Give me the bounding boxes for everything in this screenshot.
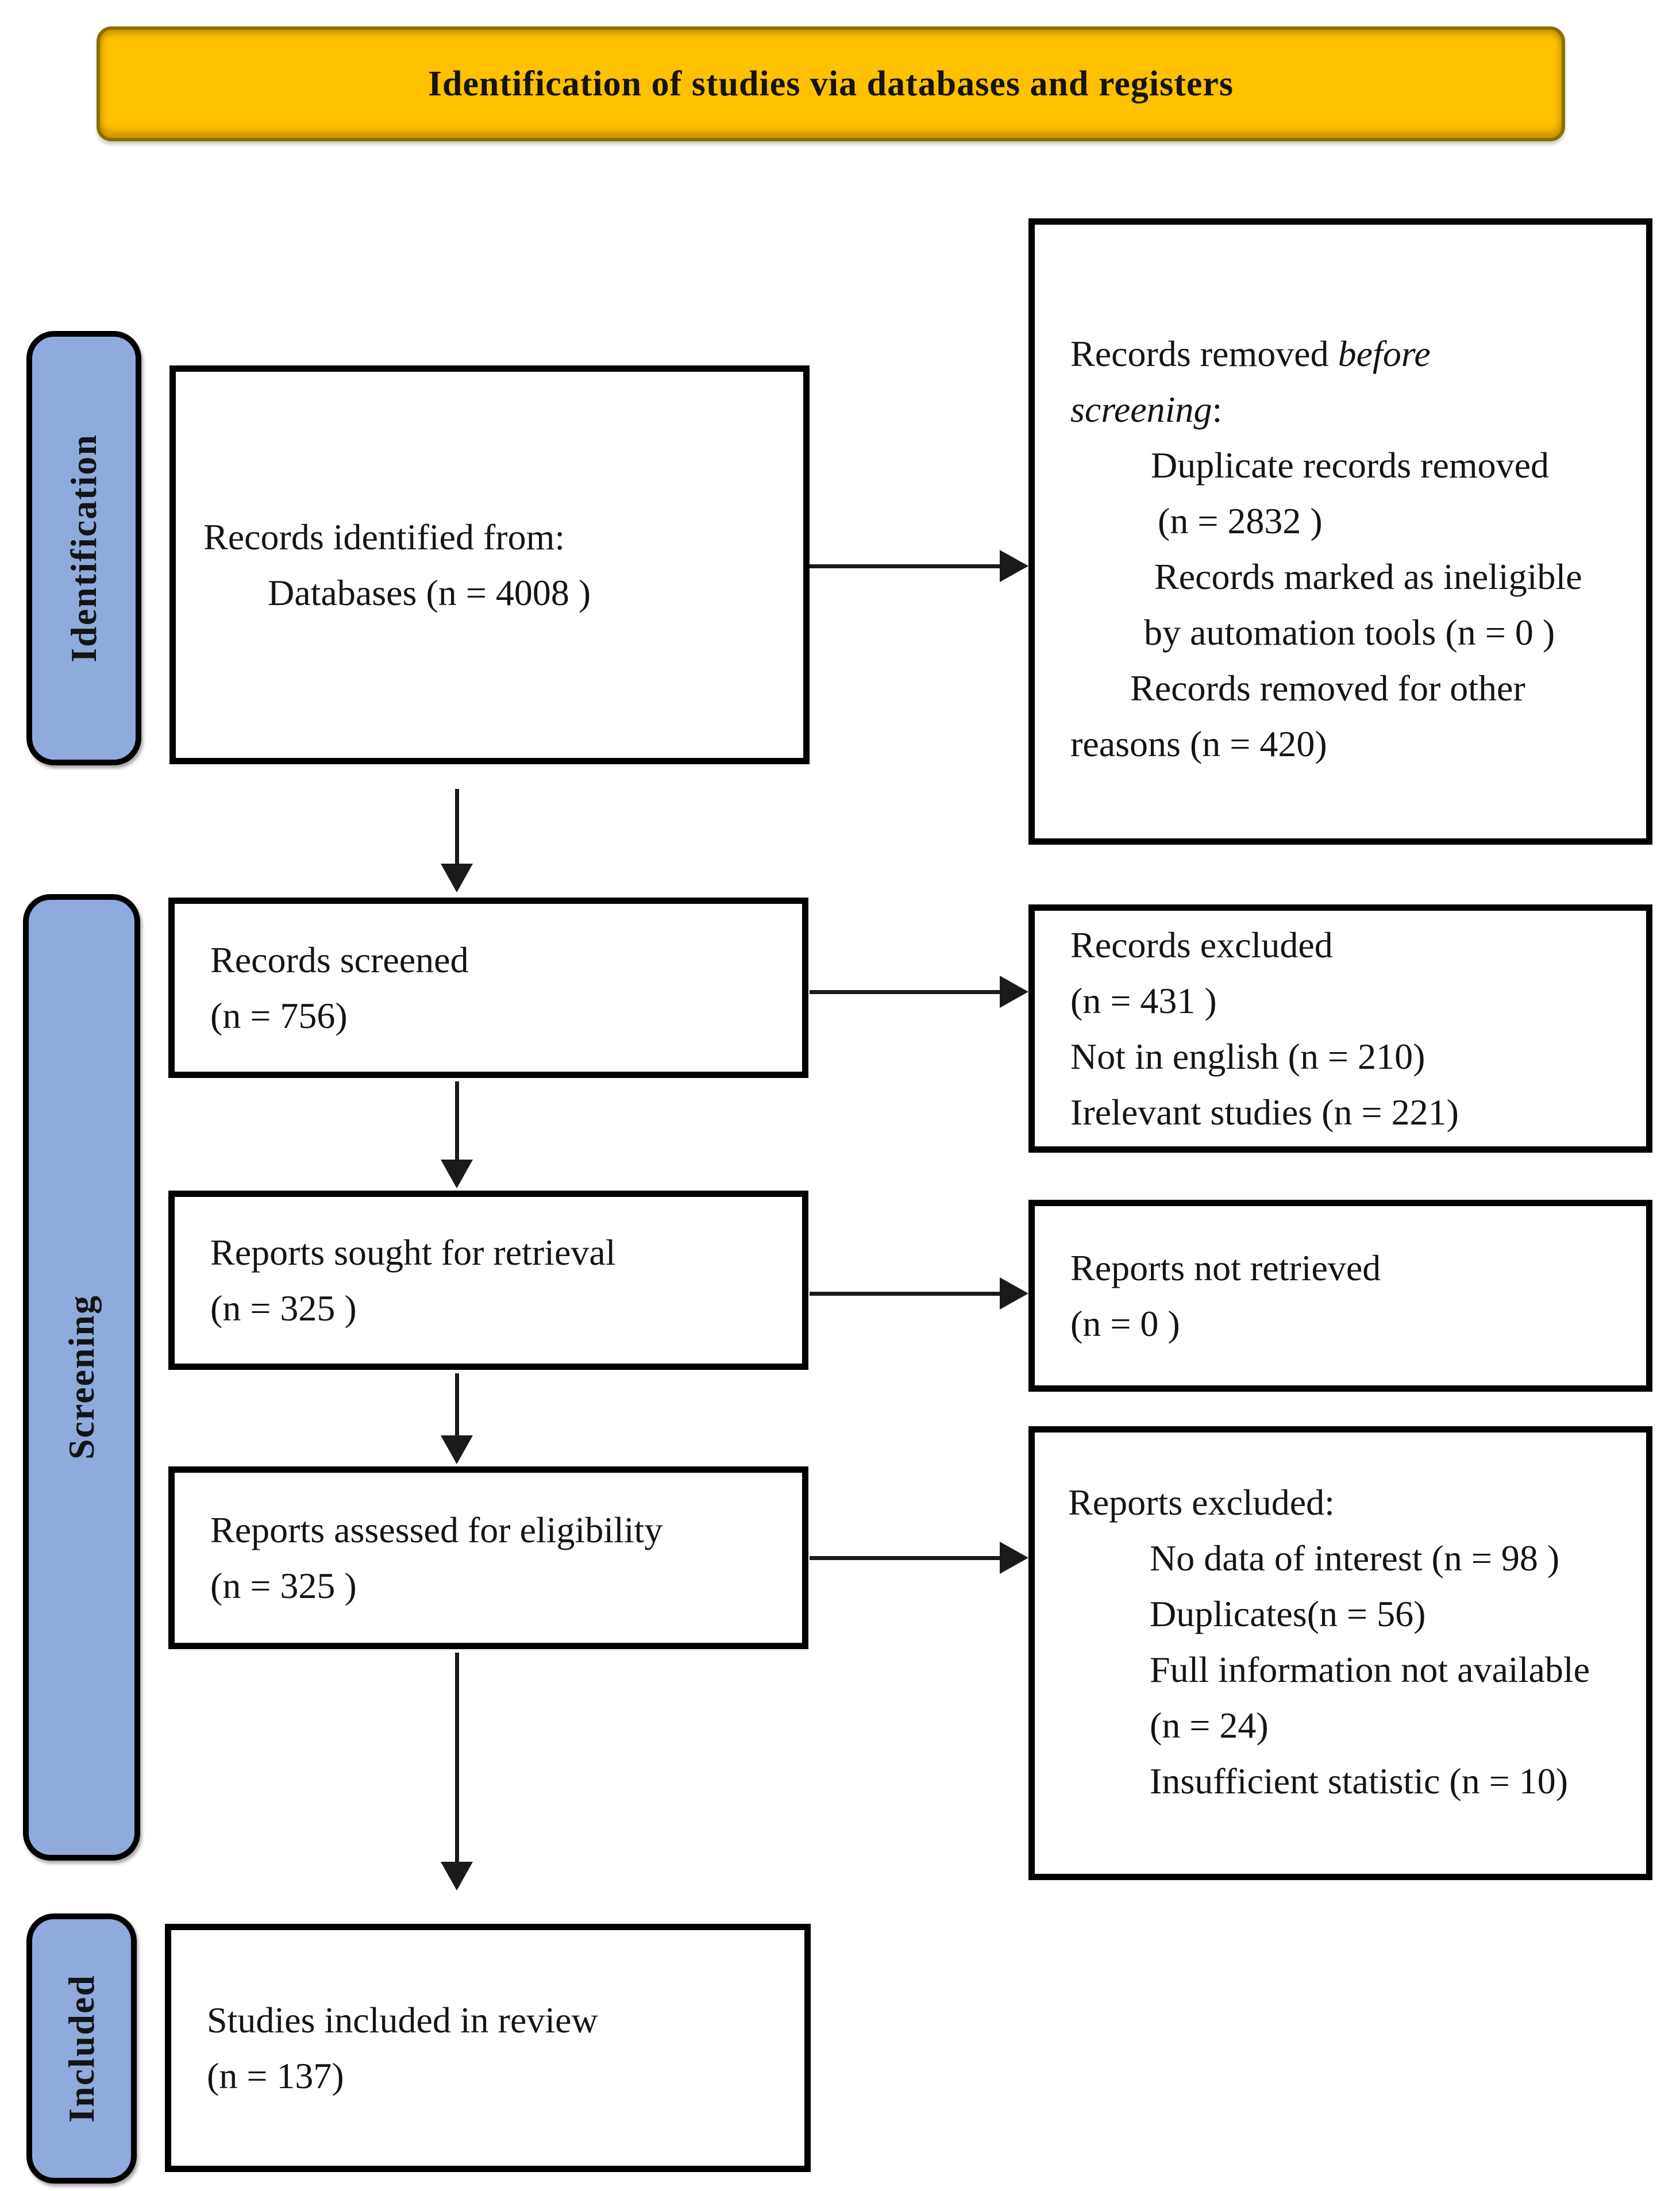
box-studies-included-in-review: Studies included in review (n = 137) [165,1924,811,2172]
records-removed-item: Duplicate records removed [1151,445,1550,486]
records-removed-item: Records marked as ineligible [1154,556,1582,597]
studies-included-line1: Studies included in review [207,2000,598,2040]
arrow-identified-to-screened-head [441,864,473,892]
reports-sought-line1: Reports sought for retrieval [210,1232,616,1273]
records-removed-item: Records removed for other [1130,668,1525,708]
reports-assessed-line2: (n = 325 ) [210,1565,357,1606]
arrow-screened-to-sought-head [441,1160,473,1188]
records-identified-line2: Databases (n = 4008 ) [268,572,591,613]
stage-screening-label: Screening [61,1295,102,1460]
reports-excluded-item: Duplicates(n = 56) [1150,1593,1426,1634]
stage-included: Included [26,1913,137,2184]
arrow-assessed-to-included-head [441,1862,473,1890]
arrow-sought-to-assessed-line [455,1373,459,1437]
records-excluded-line: (n = 431 ) [1070,980,1217,1021]
reports-not-retrieved-line2: (n = 0 ) [1070,1303,1180,1344]
reports-not-retrieved-line1: Reports not retrieved [1070,1247,1381,1288]
arrow-identified-to-removed-head [1000,550,1028,582]
arrow-screened-to-excluded-line [810,990,1003,994]
reports-assessed-line1: Reports assessed for eligibility [210,1510,663,1550]
records-removed-line1: Records removed before [1070,333,1431,374]
arrow-sought-to-notretrieved-line [810,1292,1003,1296]
records-removed-item: (n = 2832 ) [1158,500,1323,541]
reports-excluded-item: No data of interest (n = 98 ) [1150,1538,1560,1578]
records-screened-line2: (n = 756) [210,995,348,1036]
box-records-screened: Records screened (n = 756) [168,898,808,1078]
arrow-screened-to-sought-line [455,1081,459,1161]
records-removed-item: by automation tools (n = 0 ) [1144,612,1555,653]
arrow-assessed-to-excluded-line [810,1556,1003,1560]
stage-screening: Screening [23,894,140,1861]
records-excluded-line: Not in english (n = 210) [1070,1036,1425,1077]
box-records-excluded: Records excluded (n = 431 ) Not in engli… [1028,904,1652,1153]
arrow-assessed-to-excluded-head [1000,1542,1028,1574]
banner: Identification of studies via databases … [97,26,1565,141]
records-screened-line1: Records screened [210,939,469,980]
reports-excluded-item: (n = 24) [1150,1705,1269,1746]
box-records-identified: Records identified from: Databases (n = … [169,365,810,764]
reports-excluded-item: Full information not available [1150,1649,1590,1690]
stage-identification: Identification [26,331,141,765]
arrow-identified-to-screened-line [455,789,459,865]
reports-excluded-heading: Reports excluded: [1068,1482,1335,1523]
banner-title: Identification of studies via databases … [427,64,1234,103]
box-records-removed-before-screening: Records removed before screening: Duplic… [1028,218,1652,845]
box-reports-assessed-for-eligibility: Reports assessed for eligibility (n = 32… [168,1466,808,1649]
records-excluded-line: Irelevant studies (n = 221) [1070,1092,1459,1133]
records-identified-line1: Records identified from: [203,517,565,557]
arrow-screened-to-excluded-head [1000,976,1028,1008]
arrow-sought-to-assessed-head [441,1435,473,1464]
reports-excluded-item: Insufficient statistic (n = 10) [1150,1761,1569,1801]
records-removed-item: reasons (n = 420) [1070,723,1327,764]
stage-included-label: Included [61,1974,102,2123]
records-removed-line2: screening: [1070,389,1223,430]
stage-identification-label: Identification [63,434,104,663]
arrow-identified-to-removed-line [810,564,1003,568]
studies-included-line2: (n = 137) [207,2055,344,2096]
arrow-sought-to-notretrieved-head [1000,1277,1028,1310]
records-excluded-line: Records excluded [1070,925,1333,965]
reports-sought-line2: (n = 325 ) [210,1288,357,1329]
box-reports-sought-for-retrieval: Reports sought for retrieval (n = 325 ) [168,1191,808,1370]
box-reports-not-retrieved: Reports not retrieved (n = 0 ) [1028,1200,1652,1392]
arrow-assessed-to-included-line [455,1653,459,1863]
box-reports-excluded: Reports excluded: No data of interest (n… [1028,1426,1652,1880]
